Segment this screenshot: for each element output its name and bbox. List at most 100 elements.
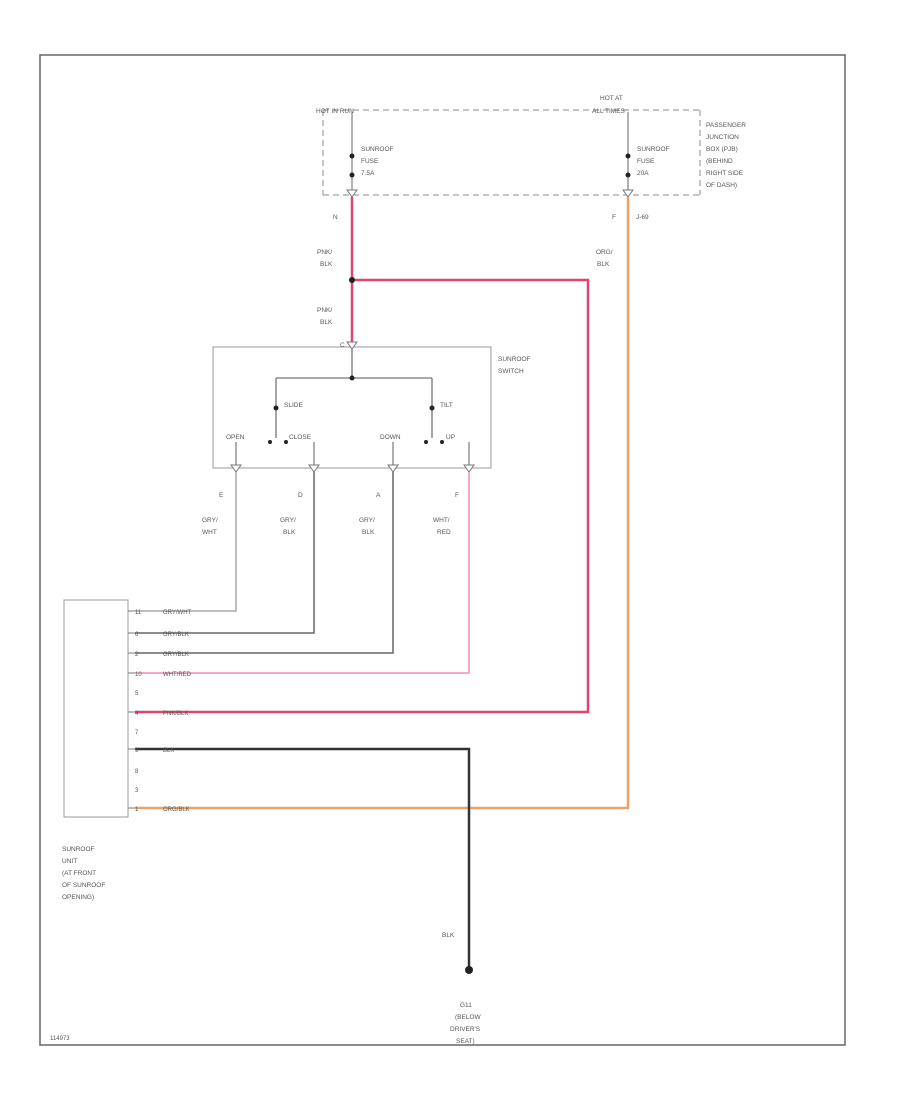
unit-wire-label-wht-red: WHT/RED (163, 672, 192, 678)
pjb-connector-label: J-69 (636, 214, 649, 221)
ground-label-2: (BELOW (455, 1014, 482, 1021)
switch-node-center (349, 375, 355, 381)
unit-label-4: OF SUNROOF (62, 882, 105, 889)
diagram-frame (39, 54, 846, 1046)
switch-pin-f-label: F (455, 492, 459, 499)
wire-pnk-blk (135, 197, 590, 714)
unit-label-3: (AT FRONT (62, 870, 96, 877)
switch-contact-close (284, 440, 288, 444)
switch-open-label: OPEN (226, 434, 245, 441)
wire-gry-wht (135, 472, 237, 612)
switch-slide-label: SLIDE (284, 402, 303, 409)
unit-pin-7: 7 (135, 730, 139, 736)
unit-pin-1: 1 (135, 807, 139, 813)
wire-label-blk: BLK (442, 932, 455, 939)
switch-up-label: UP (446, 434, 455, 441)
fuse-left-label-2: FUSE (361, 158, 379, 165)
wire-label-gry-blk-1b: BLK (283, 529, 296, 536)
unit-wire-label-gry-wht: GRY/WHT (163, 610, 192, 616)
fuse-left-label-3: 7.5A (361, 170, 375, 177)
fuse-right-node-top (625, 153, 631, 159)
wire-label-pnk-blk-1a: PNK/ (317, 249, 332, 256)
hot-at-all-times-label-1: HOT AT (600, 95, 623, 102)
switch-pin-a (387, 464, 399, 473)
pjb-pin-n-label: N (333, 214, 338, 221)
ground-label-4: SEAT) (456, 1038, 475, 1045)
pjb-label-2: JUNCTION (706, 134, 739, 141)
switch-contact-open (268, 440, 272, 444)
wire-label-gry-wht-a: GRY/ (202, 517, 218, 524)
pjb-label-1: PASSENGER (706, 122, 746, 129)
unit-pin-5: 5 (135, 691, 139, 697)
wire-label-gry-blk-2a: GRY/ (359, 517, 375, 524)
hot-at-all-times-label-2: ALL TIMES (592, 108, 626, 115)
unit-label-5: OPENING) (62, 894, 94, 901)
wire-label-pnk-blk-2a: PNK/ (317, 307, 332, 314)
fuse-left-node-bottom (349, 172, 355, 178)
wire-gry-blk-2 (135, 472, 394, 654)
fuse-left-label-1: SUNROOF (361, 146, 394, 153)
hot-in-run-label: HOT IN RUN (316, 108, 354, 115)
pjb-pin-left (346, 189, 358, 198)
pjb-label-5: RIGHT SIDE (706, 170, 744, 177)
unit-pin-2: 2 (135, 652, 139, 658)
switch-label-2: SWITCH (498, 368, 524, 375)
unit-label-2: UNIT (62, 858, 77, 865)
switch-pin-d-label: D (298, 492, 303, 499)
figure-id: 114973 (50, 1036, 70, 1042)
unit-pin-3: 3 (135, 788, 139, 794)
unit-wire-label-gry-blk-2: GRY/BLK (163, 652, 189, 658)
unit-label-1: SUNROOF (62, 846, 95, 853)
fuse-right-node-bottom (625, 172, 631, 178)
unit-pin-4: 4 (135, 711, 139, 717)
ground-g11-symbol (465, 966, 473, 974)
switch-node-tilt (429, 405, 435, 411)
pjb-pin-f-label: F (612, 214, 616, 221)
switch-pin-d (308, 464, 320, 473)
unit-wire-label-pnk-blk: PNK/BLK (163, 711, 188, 717)
wire-gry-blk-1 (135, 472, 315, 634)
fuse-right-label-2: FUSE (637, 158, 655, 165)
unit-pin-10: 10 (135, 672, 142, 678)
ground-label-1: G11 (460, 1002, 472, 1009)
unit-pin-8: 8 (135, 769, 139, 775)
unit-pin-11: 11 (135, 610, 142, 616)
switch-down-label: DOWN (380, 434, 401, 441)
switch-tilt-label: TILT (440, 402, 453, 409)
unit-wire-label-blk: BLK (163, 748, 174, 754)
wire-label-gry-blk-1a: GRY/ (280, 517, 296, 524)
wire-label-pnk-blk-1b: BLK (320, 261, 333, 268)
wire-label-wht-red-b: RED (437, 529, 451, 536)
wire-wht-red (135, 472, 470, 674)
switch-close-label: CLOSE (289, 434, 312, 441)
wire-label-org-blk-b: BLK (597, 261, 610, 268)
switch-pin-c-label: C (340, 342, 345, 349)
wire-label-org-blk-a: ORG/ (596, 249, 613, 256)
fuse-right-label-3: 20A (637, 170, 649, 177)
switch-pin-a-label: A (376, 492, 381, 499)
pjb-label-4: (BEHIND (706, 158, 733, 165)
sunroof-unit-box (63, 599, 129, 818)
unit-wire-label-gry-blk-1: GRY/BLK (163, 632, 189, 638)
fuse-right-label-1: SUNROOF (637, 146, 670, 153)
wire-org-blk (135, 197, 630, 810)
unit-pin-markers (128, 610, 135, 809)
wire-blk (135, 747, 471, 968)
switch-pin-e-label: E (219, 492, 224, 499)
switch-pin-f (463, 464, 475, 473)
switch-contact-up (440, 440, 444, 444)
fuse-left-node-top (349, 153, 355, 159)
wire-label-wht-red-a: WHT/ (433, 517, 450, 524)
wire-label-pnk-blk-2b: BLK (320, 319, 333, 326)
wire-label-gry-blk-2b: BLK (362, 529, 375, 536)
pjb-pin-right (622, 189, 634, 198)
switch-pin-c (346, 341, 358, 350)
switch-node-slide (273, 405, 279, 411)
unit-pin-6: 6 (135, 632, 139, 638)
pjb-label-3: BOX (PJB) (706, 146, 738, 153)
passenger-junction-box (322, 109, 701, 196)
splice-node (349, 277, 355, 283)
ground-label-3: DRIVER'S (450, 1026, 481, 1033)
switch-label-1: SUNROOF (498, 356, 531, 363)
